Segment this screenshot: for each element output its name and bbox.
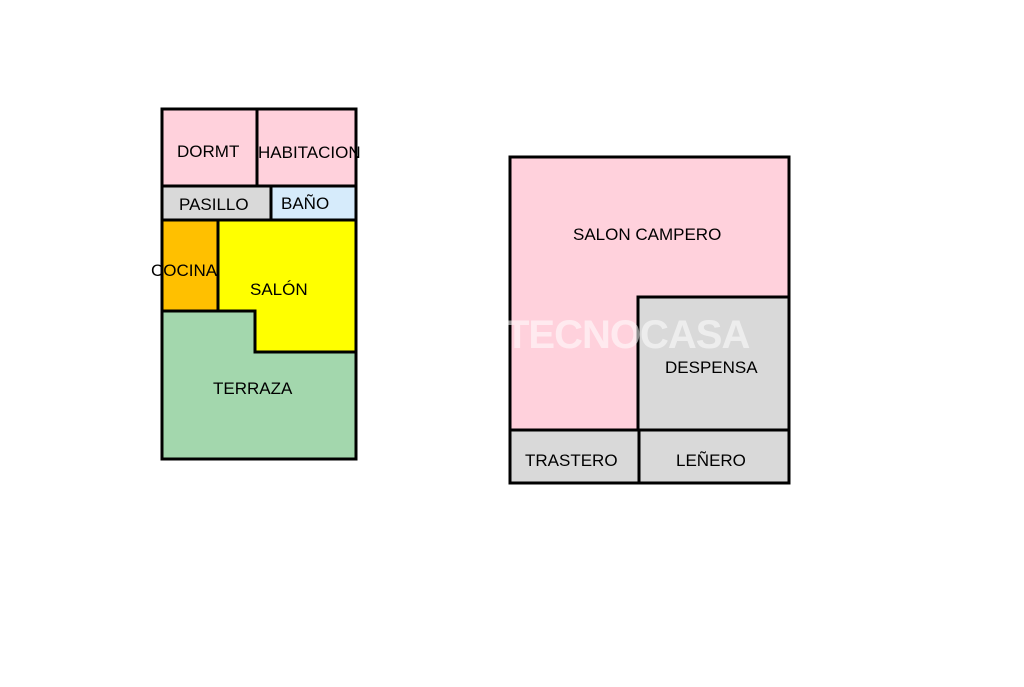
- plan-right: [508, 155, 791, 485]
- room-bano: [269, 184, 358, 222]
- room-despensa: [636, 295, 791, 432]
- room-trastero: [508, 428, 641, 485]
- room-pasillo: [160, 184, 273, 222]
- room-cocina: [160, 218, 220, 313]
- plan-left: [160, 107, 358, 461]
- room-habitacion: [255, 107, 358, 188]
- room-dormitorio: [160, 107, 259, 188]
- room-terraza: [160, 309, 358, 461]
- room-lenero: [637, 428, 791, 485]
